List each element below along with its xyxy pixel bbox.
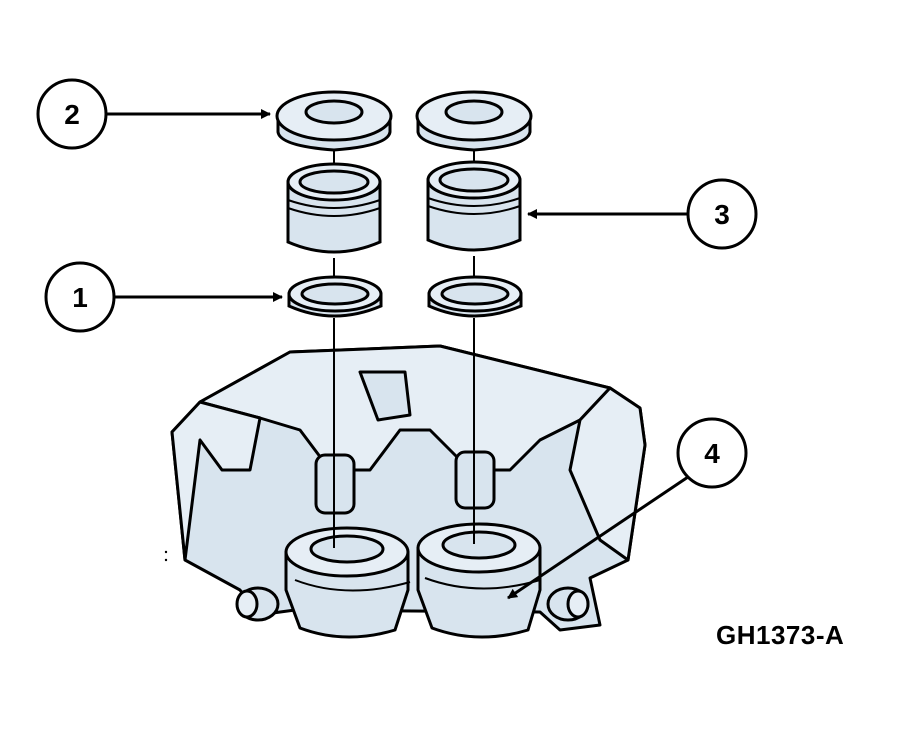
- callout-leader: [507, 475, 689, 600]
- component-stack-right: [415, 90, 533, 544]
- callout-1: 1: [44, 261, 283, 333]
- piston-right-groove: [427, 205, 521, 215]
- dust-boot-right-hole: [444, 99, 504, 125]
- caliper-bridge-notch: [358, 370, 412, 422]
- callout-2: 2: [36, 78, 271, 150]
- piston-seal-left-hole: [300, 282, 370, 306]
- callout-number: 3: [714, 199, 730, 230]
- callout-number: 4: [704, 438, 720, 469]
- mount-boss-right-end: [566, 589, 590, 619]
- piston-seal-right-hole: [440, 282, 510, 306]
- scan-dot: [164, 558, 168, 562]
- piston-left-groove: [287, 199, 381, 209]
- mount-boss-left-end: [235, 589, 259, 619]
- component-stack-left: [275, 90, 393, 548]
- callout-number: 2: [64, 99, 80, 130]
- callout-circle: [676, 417, 748, 489]
- scan-dot: [164, 550, 168, 554]
- piston-right-inner: [438, 167, 510, 193]
- caliper-crease-line: [294, 579, 411, 592]
- caliper-left-wall: [170, 400, 262, 562]
- piston-right-groove: [427, 197, 521, 207]
- callout-number: 1: [72, 282, 88, 313]
- callout-3: 3: [527, 178, 758, 250]
- callout-4: 4: [507, 417, 748, 600]
- piston-left-groove: [287, 207, 381, 217]
- piston-left-inner: [298, 169, 370, 195]
- figure-code: GH1373-A: [716, 620, 845, 650]
- bore-left-opening: [309, 534, 385, 564]
- bore-right-opening: [441, 530, 517, 560]
- dust-boot-left-hole: [304, 99, 364, 125]
- caliper-housing: [170, 344, 647, 639]
